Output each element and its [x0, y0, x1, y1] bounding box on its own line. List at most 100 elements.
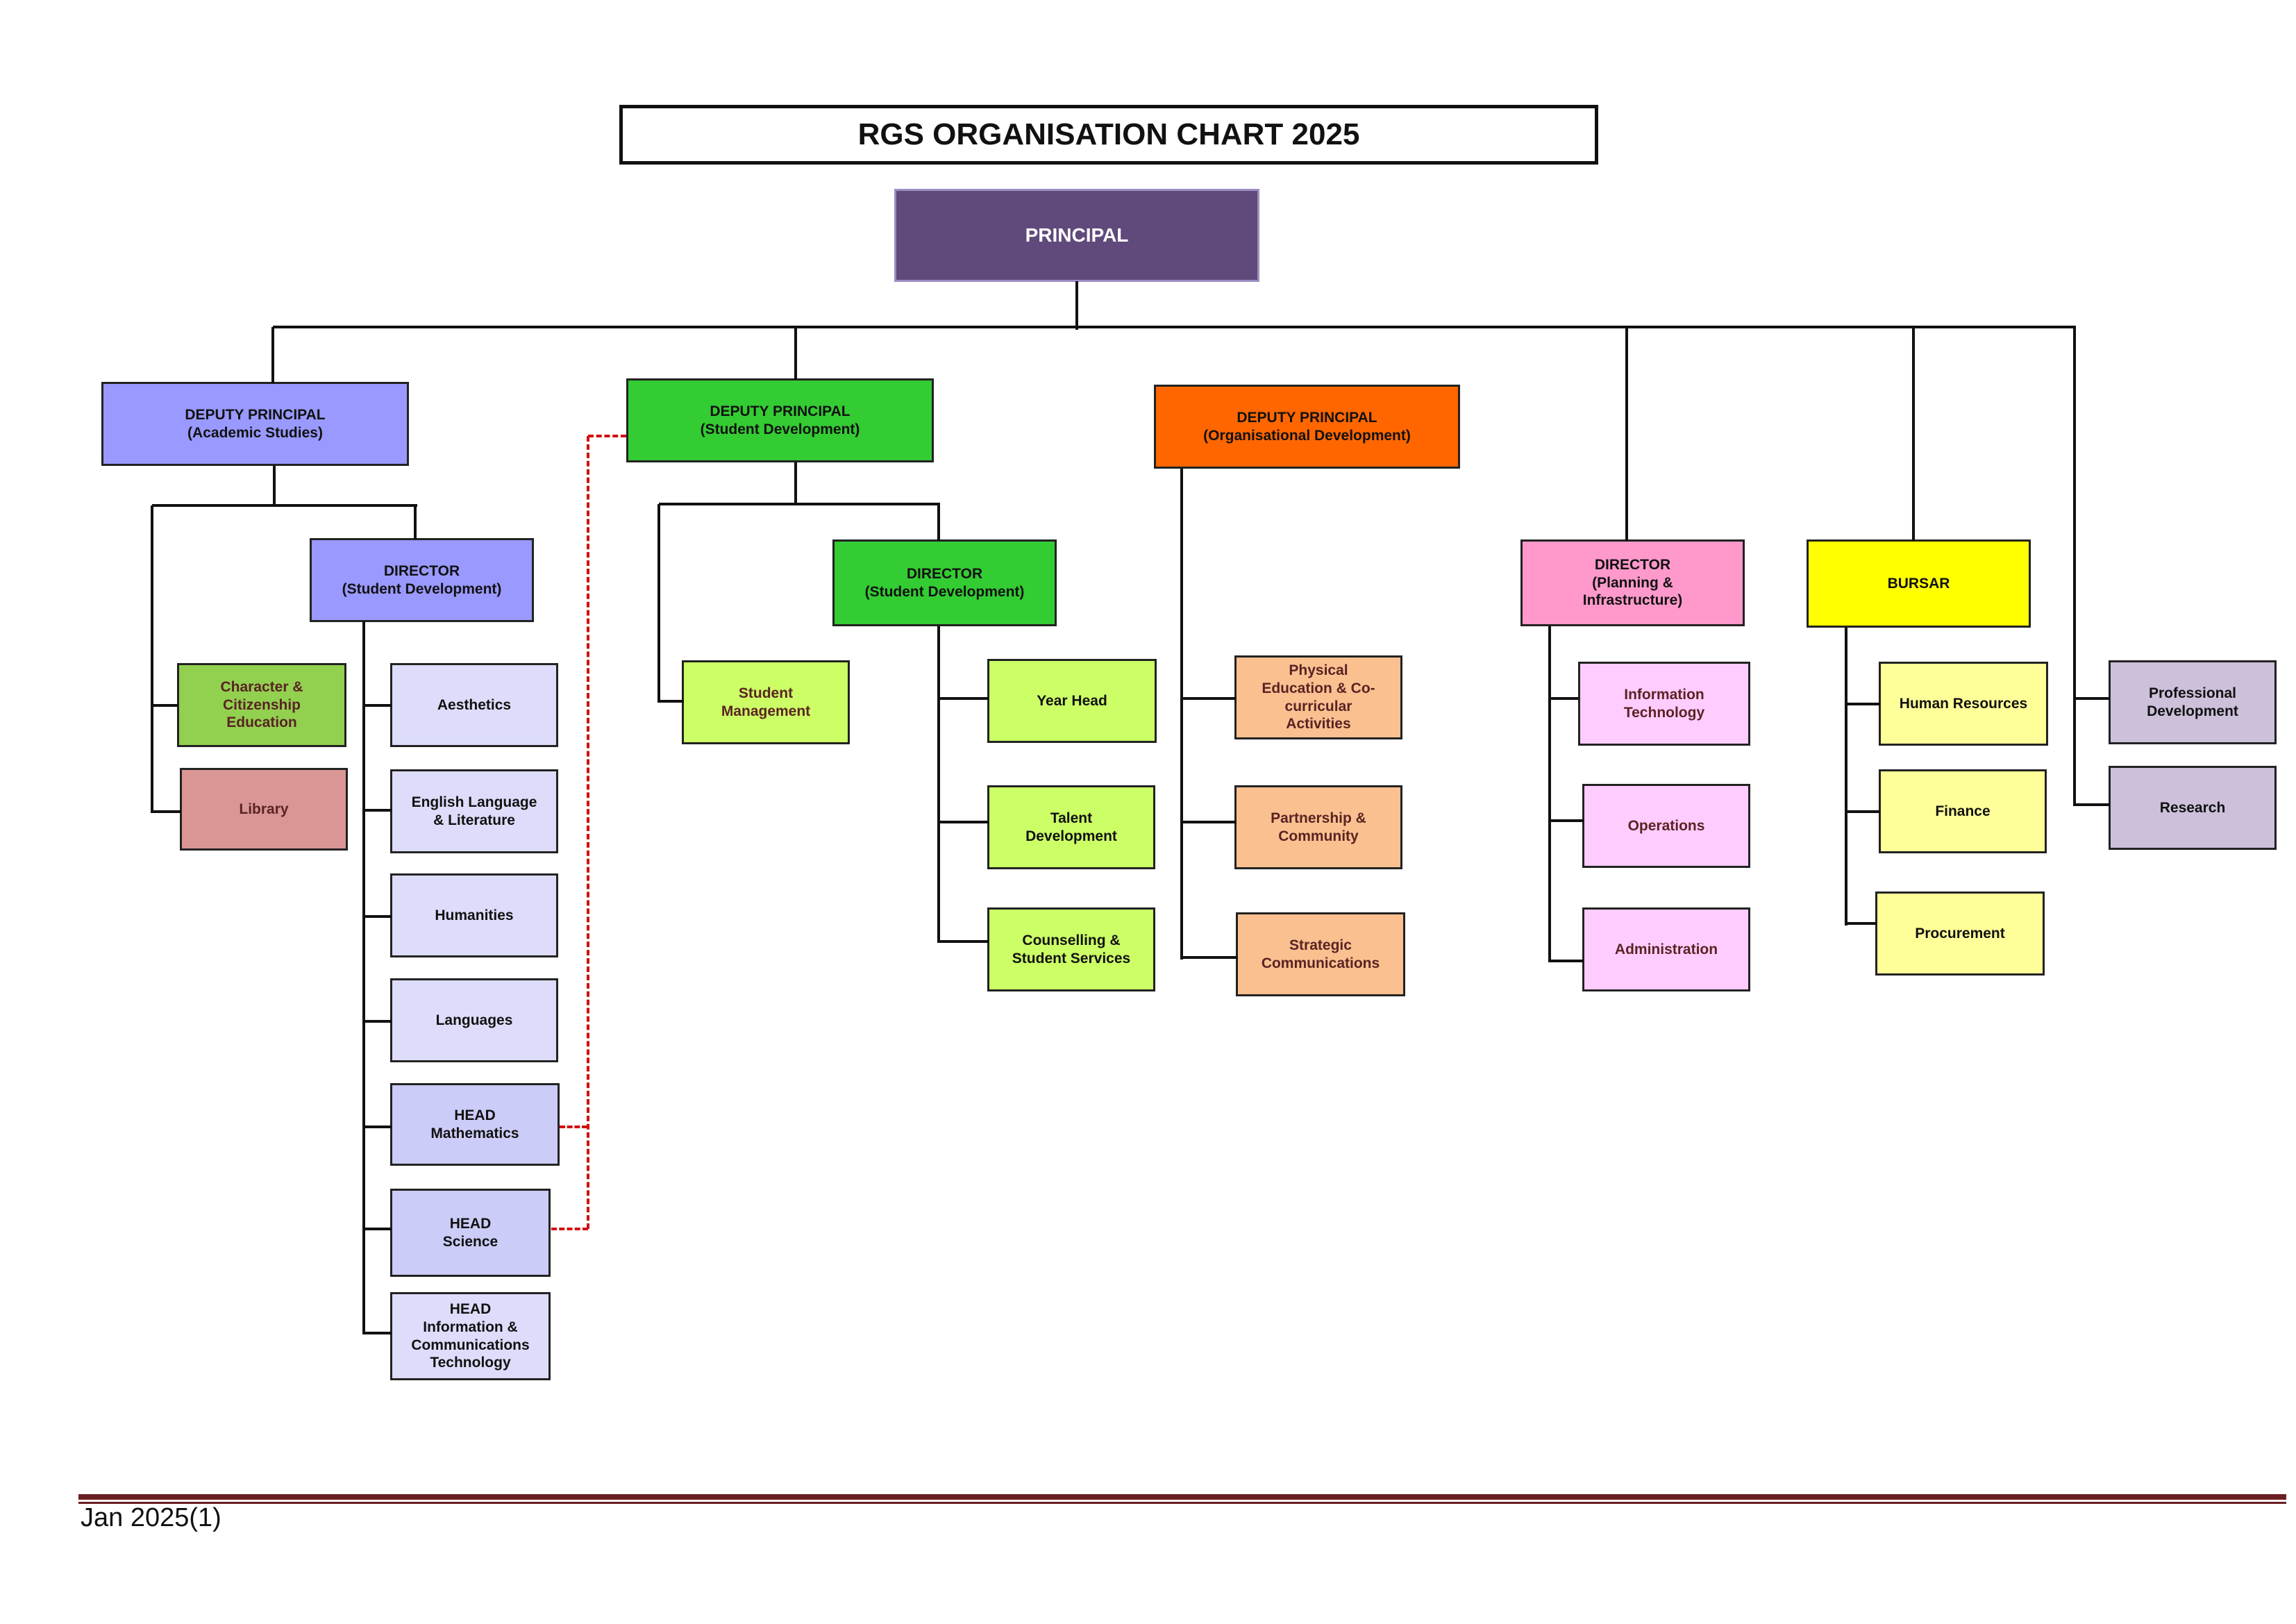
connector-line: [1182, 821, 1236, 823]
connector-line: [271, 327, 274, 383]
connector-line: [939, 940, 989, 943]
chart-title: RGS ORGANISATION CHART 2025: [619, 105, 1598, 165]
connector-line: [1550, 960, 1584, 962]
dashed-link-line: [588, 435, 626, 437]
node-hr: Human Resources: [1879, 662, 2048, 746]
node-procurement: Procurement: [1875, 891, 2045, 976]
connector-line: [364, 704, 392, 707]
node-label: English Language & Literature: [411, 794, 537, 828]
connector-line: [2075, 803, 2110, 806]
connector-line: [937, 626, 940, 943]
node-prof-dev: Professional Development: [2109, 660, 2277, 744]
node-label: BURSAR: [1887, 575, 1950, 592]
node-talent: Talent Development: [987, 785, 1155, 869]
footer-rule: [78, 1494, 2286, 1500]
node-label: Aesthetics: [437, 696, 512, 713]
node-it: Information Technology: [1578, 662, 1750, 746]
connector-line: [1846, 922, 1877, 925]
connector-line: [659, 700, 684, 703]
node-head-ict: HEAD Information & Communications Techno…: [390, 1292, 551, 1380]
node-languages: Languages: [390, 978, 558, 1062]
node-year-head: Year Head: [987, 659, 1157, 743]
node-humanities: Humanities: [390, 873, 558, 957]
node-dir-planning: DIRECTOR (Planning & Infrastructure): [1520, 539, 1745, 626]
connector-line: [364, 1332, 392, 1334]
node-label: Operations: [1627, 817, 1705, 834]
connector-line: [364, 915, 392, 918]
node-label: Student Management: [721, 685, 811, 719]
node-research: Research: [2109, 766, 2277, 850]
node-dir-sd-academic: DIRECTOR (Student Development): [310, 538, 534, 622]
node-head-science: HEAD Science: [390, 1189, 551, 1277]
node-label: DEPUTY PRINCIPAL (Student Development): [700, 403, 860, 437]
node-library: Library: [180, 768, 348, 851]
connector-line: [939, 821, 989, 823]
node-label: Languages: [435, 1012, 513, 1028]
node-aesthetics: Aesthetics: [390, 663, 558, 747]
node-label: Humanities: [435, 907, 514, 923]
node-english: English Language & Literature: [390, 769, 558, 853]
connector-line: [152, 504, 417, 507]
connector-line: [1550, 697, 1579, 700]
connector-line: [794, 462, 797, 505]
connector-line: [364, 1228, 392, 1230]
node-label: PRINCIPAL: [1025, 224, 1129, 246]
node-label: Talent Development: [1025, 810, 1117, 844]
node-label: Library: [239, 801, 289, 817]
connector-line: [1182, 697, 1236, 700]
node-label: DEPUTY PRINCIPAL (Organisational Develop…: [1203, 409, 1411, 444]
connector-line: [2075, 697, 2110, 700]
node-administration: Administration: [1582, 907, 1750, 991]
node-principal: PRINCIPAL: [894, 189, 1259, 282]
node-label: Administration: [1614, 941, 1718, 957]
node-partnership: Partnership & Community: [1234, 785, 1402, 869]
footer-date: Jan 2025(1): [81, 1503, 221, 1532]
node-character: Character & Citizenship Education: [177, 663, 346, 747]
connector-line: [1075, 281, 1078, 330]
connector-line: [151, 505, 153, 813]
node-student-mgmt: Student Management: [682, 660, 850, 744]
connector-line: [657, 504, 660, 703]
node-label: DEPUTY PRINCIPAL (Academic Studies): [185, 406, 326, 441]
node-label: HEAD Information & Communications Techno…: [411, 1301, 530, 1371]
node-strategic: Strategic Communications: [1236, 912, 1405, 996]
node-pe-cca: Physical Education & Co- curricular Acti…: [1234, 655, 1402, 739]
node-label: Research: [2159, 799, 2226, 816]
node-label: Human Resources: [1899, 695, 2028, 712]
node-dp-student: DEPUTY PRINCIPAL (Student Development): [626, 378, 934, 462]
node-label: DIRECTOR (Planning & Infrastructure): [1582, 557, 1683, 609]
node-dir-sd-student: DIRECTOR (Student Development): [832, 539, 1057, 626]
connector-line: [273, 466, 276, 507]
connector-line: [2073, 327, 2076, 806]
connector-line: [937, 504, 940, 541]
connector-line: [1912, 327, 1915, 541]
connector-line: [659, 503, 940, 505]
node-label: Partnership & Community: [1271, 810, 1366, 844]
connector-line: [362, 621, 365, 1334]
node-bursar: BURSAR: [1807, 539, 2031, 628]
node-dp-academic: DEPUTY PRINCIPAL (Academic Studies): [101, 382, 409, 466]
connector-line: [414, 505, 417, 539]
node-label: Professional Development: [2147, 685, 2238, 719]
connector-line: [1180, 469, 1183, 960]
connector-line: [1845, 628, 1847, 926]
connector-line: [364, 1125, 392, 1128]
connector-line: [1550, 819, 1584, 822]
connector-line: [273, 326, 2076, 328]
connector-line: [794, 327, 797, 380]
node-label: DIRECTOR (Student Development): [342, 562, 502, 597]
connector-line: [1182, 956, 1238, 959]
node-label: Counselling & Student Services: [1012, 932, 1131, 966]
connector-line: [364, 1020, 392, 1023]
node-head-math: HEAD Mathematics: [390, 1083, 560, 1166]
node-finance: Finance: [1879, 769, 2047, 853]
dashed-link-line: [560, 1125, 587, 1128]
connector-line: [152, 704, 178, 707]
connector-line: [1846, 703, 1880, 705]
node-label: HEAD Science: [442, 1215, 498, 1250]
dashed-link-line: [551, 1228, 588, 1230]
footer-rule-thin: [78, 1502, 2286, 1504]
connector-line: [152, 810, 181, 813]
connector-line: [1548, 626, 1551, 962]
